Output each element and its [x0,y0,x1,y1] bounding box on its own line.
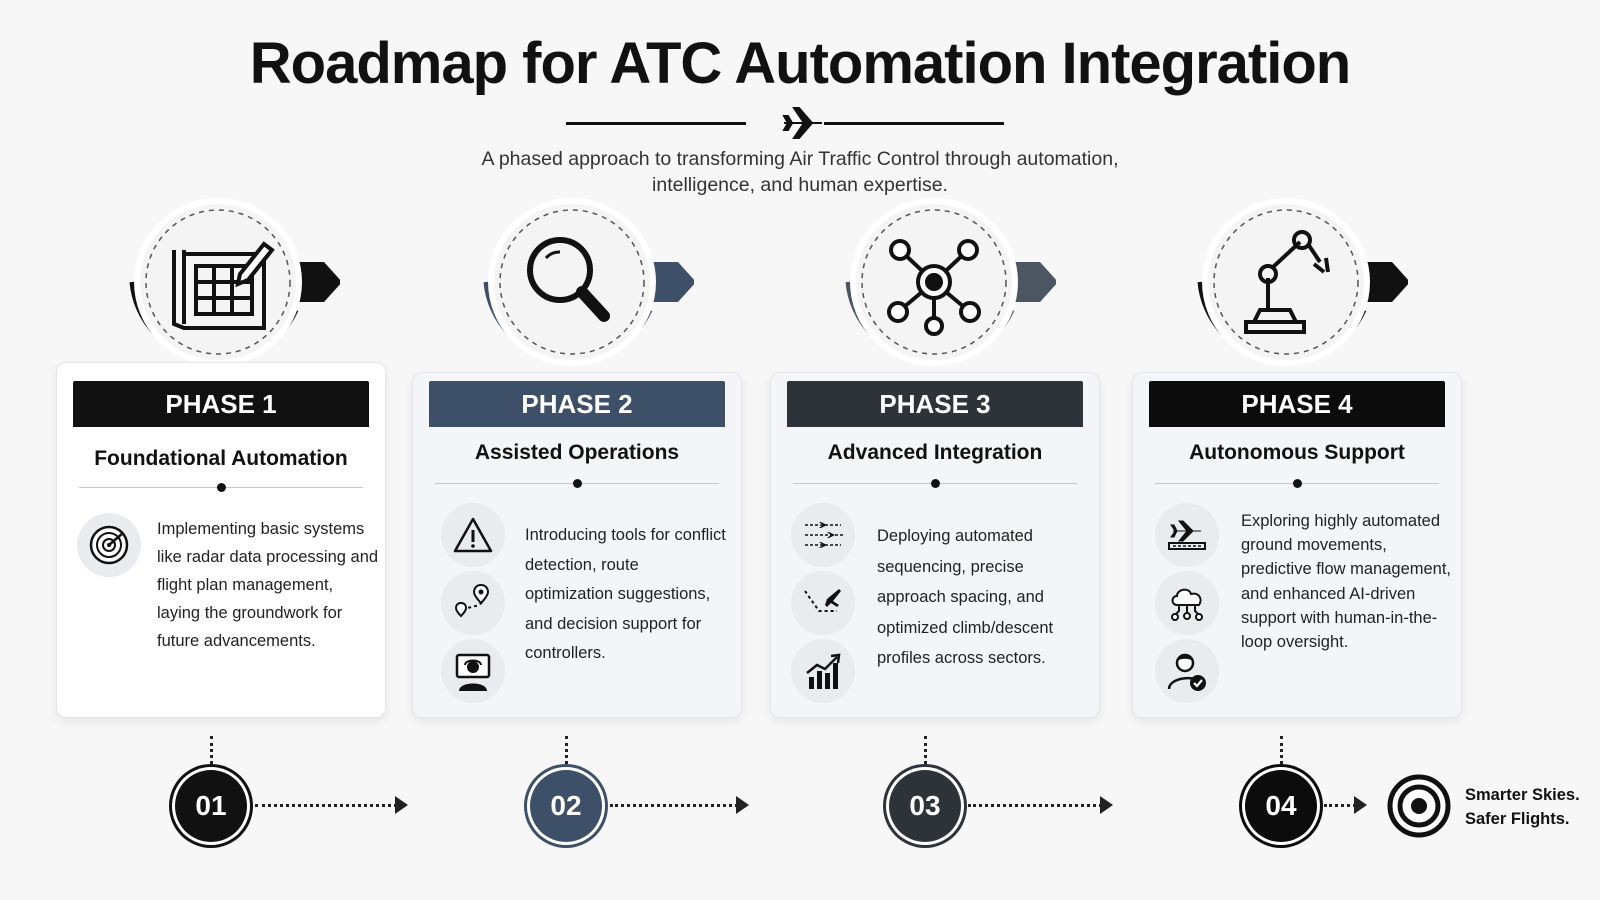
route-pin-icon [441,571,505,635]
phase-3-medallion [816,192,1058,372]
approach-path-icon [791,571,855,635]
timeline-arrowhead-2 [736,796,749,814]
phase-1-label: PHASE 1 [73,381,369,427]
timeline-arrow-2 [610,804,738,807]
controller-monitor-icon [441,639,505,703]
phase-1-medallion [100,192,342,372]
warning-icon [441,503,505,567]
step-01-node: 01 [175,770,247,842]
page-subtitle: A phased approach to transforming Air Tr… [481,148,1119,196]
phase-2-divider-dot [572,479,582,488]
ground-plane-icon [1155,503,1219,567]
radar-icon [77,513,141,577]
phase-4-description: Exploring highly automated ground moveme… [1241,512,1452,652]
robotic-arm-icon [1244,230,1330,334]
timeline-arrow-1 [255,804,397,807]
blueprint-pencil-icon [172,241,275,330]
title-rule-right [824,122,1004,125]
timeline-arrow-4 [1324,804,1356,807]
phase-3-card: PHASE 3 Advanced Integration Deploying [770,372,1100,718]
sequencing-planes-icon [791,503,855,567]
phase-1-divider-dot [216,483,226,492]
phase-2-connector [565,736,568,770]
phase-3-label: PHASE 3 [787,381,1083,427]
phase-2-label: PHASE 2 [429,381,725,427]
phase-1-card: PHASE 1 Foundational Automation Implemen… [56,362,386,718]
phase-2-description: Introducing tools for conflict detection… [525,526,726,662]
step-03-node: 03 [889,770,961,842]
verified-user-icon [1155,639,1219,703]
tagline-line-2: Safer Flights. [1465,810,1570,828]
timeline-arrowhead-4 [1354,796,1367,814]
page-title: Roadmap for ATC Automation Integration [249,31,1351,96]
network-hub-icon [887,239,981,336]
phase-4-card: PHASE 4 Autonomous Support Exploring hig… [1132,372,1462,718]
phase-4-label: PHASE 4 [1149,381,1445,427]
cloud-network-icon [1155,571,1219,635]
airplane-icon [782,107,822,139]
phase-1-connector [210,736,213,770]
step-02-node: 02 [530,770,602,842]
phase-2-medallion [454,192,696,372]
phase-2-card: PHASE 2 Assisted Operations Introducing … [412,372,742,718]
phase-1-description: Implementing basic systems like radar da… [157,520,379,650]
magnifier-icon [527,237,610,322]
phase-4-divider-dot [1292,479,1302,488]
timeline-arrowhead-1 [395,796,408,814]
growth-chart-icon [791,639,855,703]
phase-3-description: Deploying automated sequencing, precise … [877,527,1054,667]
timeline-arrowhead-3 [1100,796,1113,814]
phase-3-title: Advanced Integration [827,441,1043,464]
timeline-arrow-3 [968,804,1102,807]
tagline-line-1: Smarter Skies. [1465,786,1580,804]
target-icon [1387,774,1451,838]
phase-4-medallion [1168,192,1410,372]
phase-4-connector [1280,736,1283,770]
phase-3-connector [924,736,927,770]
tagline: Smarter Skies. Safer Flights. [1465,783,1600,831]
phase-3-divider-dot [930,479,940,488]
phase-4-title: Autonomous Support [1189,441,1405,464]
title-rule-left [566,122,746,125]
step-04-node: 04 [1245,770,1317,842]
phase-1-title: Foundational Automation [94,447,348,470]
phase-2-title: Assisted Operations [474,441,680,464]
